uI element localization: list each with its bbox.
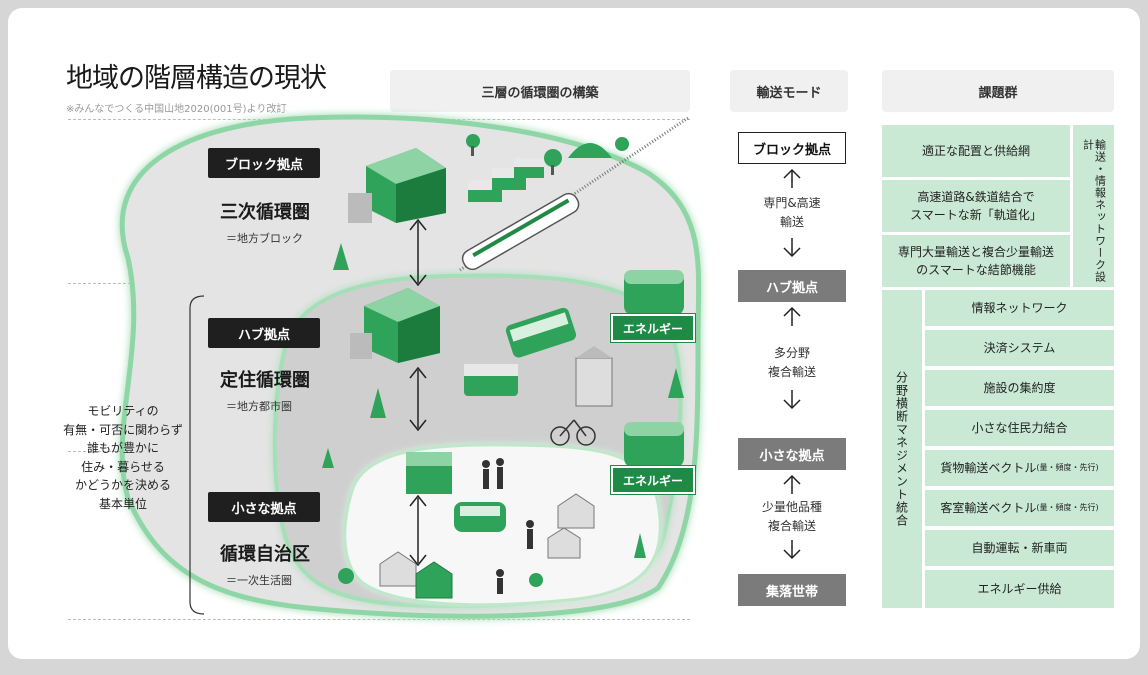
transport-mode-line: 複合輸送 (767, 365, 816, 379)
arrow-down-icon (783, 540, 801, 560)
arrow-up-icon (783, 474, 801, 494)
page-subtitle: ※みんなでつくる中国山地2020(001号)より改訂 (66, 104, 287, 115)
bicycle-icon (550, 419, 596, 446)
issue-label: 貨物輸送ベクトル (940, 461, 1037, 475)
arrow-down-icon (783, 390, 801, 410)
issue-line: のスマートな結節機能 (916, 263, 1036, 277)
transport-mode-line: 多分野 (773, 346, 810, 360)
main-card: 地域の階層構造の現状 ※みんなでつくる中国山地2020(001号)より改訂 三層… (8, 8, 1140, 659)
tree-icon (322, 134, 684, 587)
mobility-line: 誰もが豊かに (86, 441, 159, 455)
layer-sub-tertiary: ＝地方ブロック (226, 232, 303, 245)
transport-mode: 専門&高速 輸送 (738, 194, 846, 232)
issue-line: スマートな新「軌道化」 (910, 208, 1042, 222)
issue-note: (量・頻度・先行) (1036, 463, 1099, 472)
issue-side-label-network: 輸送・情報ネットワーク設計 (1073, 125, 1114, 287)
car-icon (454, 502, 506, 532)
block-building-icon (348, 148, 446, 223)
transport-node-hub: ハブ拠点 (738, 270, 846, 302)
issue-box: 情報ネットワーク (925, 290, 1114, 326)
hub-building-icon (350, 288, 440, 363)
issue-box: 客室輸送ベクトル(量・頻度・先行) (925, 490, 1114, 526)
double-arrow-icon (409, 218, 427, 567)
header-transport: 輸送モード (730, 70, 848, 112)
transport-node-block: ブロック拠点 (738, 132, 846, 164)
issue-line: 適正な配置と供給網 (921, 144, 1030, 158)
header-issues: 課題群 (882, 70, 1114, 112)
transport-node-small: 小さな拠点 (738, 438, 846, 470)
page-title: 地域の階層構造の現状 (66, 63, 327, 94)
energy-tank-icon (624, 270, 684, 468)
layer-tag-block: ブロック拠点 (208, 148, 320, 178)
people-icon (482, 458, 534, 594)
issue-box: エネルギー供給 (925, 570, 1114, 608)
transport-mode: 少量他品種 複合輸送 (738, 498, 846, 536)
layer-sub-settlement: ＝地方都市圏 (226, 400, 292, 413)
arrow-up-icon (783, 168, 801, 188)
layer-name-tertiary: 三次循環圏 (220, 202, 310, 223)
mobility-line: 住み・暮らせる (81, 459, 165, 474)
issue-label: 自動運転・新車両 (971, 541, 1068, 555)
mobility-line: モビリティの (87, 404, 159, 418)
issue-box: 貨物輸送ベクトル(量・頻度・先行) (925, 450, 1114, 486)
issue-box: 施設の集約度 (925, 370, 1114, 406)
issue-side-text: 分野横断マネジメント統合 (894, 371, 909, 527)
issue-box: 自動運転・新車両 (925, 530, 1114, 566)
transport-mode-line: 輸送 (779, 215, 804, 229)
house-icon (379, 493, 595, 599)
issue-label: エネルギー供給 (977, 582, 1062, 596)
issue-line: 専門大量輸送と複合少量輸送 (897, 245, 1054, 259)
issue-label: 客室輸送ベクトル (940, 501, 1037, 515)
issue-label: 情報ネットワーク (971, 301, 1068, 315)
layer-name-settlement: 定住循環圏 (220, 370, 310, 391)
arrow-down-icon (783, 238, 801, 258)
issue-label: 小さな住民力結合 (971, 421, 1068, 435)
train-icon (461, 192, 580, 271)
issue-box: 適正な配置と供給網 (882, 125, 1070, 177)
mobility-line: 基本単位 (98, 496, 147, 511)
van-icon (464, 364, 518, 396)
transport-node-settlement: 集落世帯 (738, 574, 846, 606)
layer-tag-small: 小さな拠点 (208, 492, 320, 522)
issue-side-label-management: 分野横断マネジメント統合 (882, 290, 922, 608)
small-hub-building-icon (406, 452, 452, 494)
energy-label: エネルギー (610, 313, 696, 343)
issue-box: 高速道路&鉄道結合で スマートな新「軌道化」 (882, 180, 1070, 232)
transport-mode-line: 複合輸送 (767, 519, 816, 533)
issue-label: 決済システム (983, 341, 1056, 355)
transport-mode: 多分野 複合輸送 (738, 344, 846, 382)
mobility-description: モビリティの 有無・可否に関わらず 誰もが豊かに 住み・暮らせる かどうかを決め… (48, 402, 198, 513)
energy-label: エネルギー (610, 465, 696, 495)
arrow-up-icon (783, 306, 801, 326)
bracket (189, 295, 205, 615)
circulation-illustration (119, 114, 702, 619)
apartment-icon (575, 346, 613, 407)
issue-note: (量・頻度・先行) (1036, 503, 1099, 512)
issue-box: 決済システム (925, 330, 1114, 366)
layer-tag-hub: ハブ拠点 (208, 318, 320, 348)
mobility-line: 有無・可否に関わらず (63, 422, 183, 437)
issue-label: 施設の集約度 (983, 381, 1056, 395)
header-structure: 三層の循環圏の構築 (390, 70, 690, 112)
issue-side-text: 輸送・情報ネットワーク設計 (1081, 139, 1107, 283)
transport-mode-line: 専門&高速 (763, 196, 821, 210)
divider-line (68, 619, 690, 620)
truck-icon (468, 158, 544, 202)
mobility-line: かどうかを決める (74, 478, 171, 492)
issue-line: 高速道路&鉄道結合で (917, 190, 1035, 204)
transport-mode-line: 少量他品種 (761, 500, 822, 514)
bus-icon (505, 307, 577, 358)
layer-sub-autonomous: ＝一次生活圏 (226, 574, 292, 587)
issue-box: 小さな住民力結合 (925, 410, 1114, 446)
issue-box: 専門大量輸送と複合少量輸送 のスマートな結節機能 (882, 235, 1070, 287)
layer-name-autonomous: 循環自治区 (220, 544, 310, 565)
